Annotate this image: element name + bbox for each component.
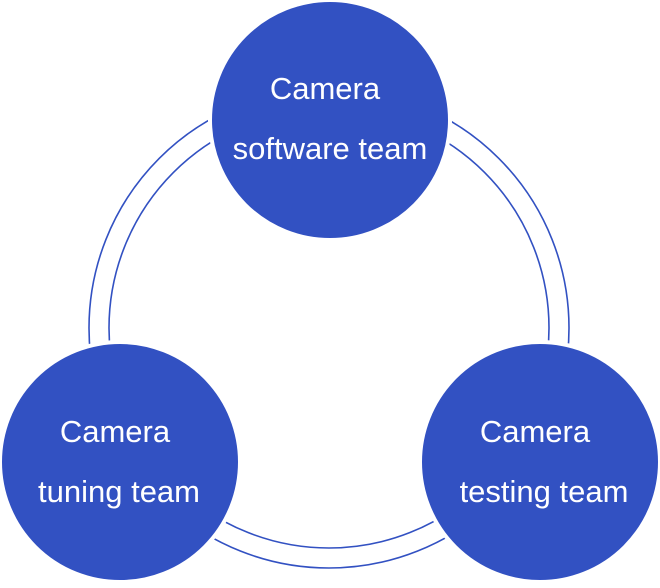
node-software-team-circle [208, 0, 452, 242]
node-testing-team-label-line2: testing team [460, 474, 629, 509]
node-software-team-label-line2: software team [233, 131, 428, 166]
node-tuning-team-label-line2: tuning team [38, 474, 200, 509]
node-software-team: Camera software team [208, 0, 452, 242]
node-tuning-team: Camera tuning team [0, 340, 242, 584]
node-testing-team-circle [418, 340, 660, 584]
node-tuning-team-circle [0, 340, 242, 584]
node-software-team-label-line1: Camera [270, 71, 381, 106]
node-testing-team-label-line1: Camera [480, 414, 591, 449]
node-tuning-team-label-line1: Camera [60, 414, 171, 449]
node-testing-team: Camera testing team [418, 340, 660, 584]
